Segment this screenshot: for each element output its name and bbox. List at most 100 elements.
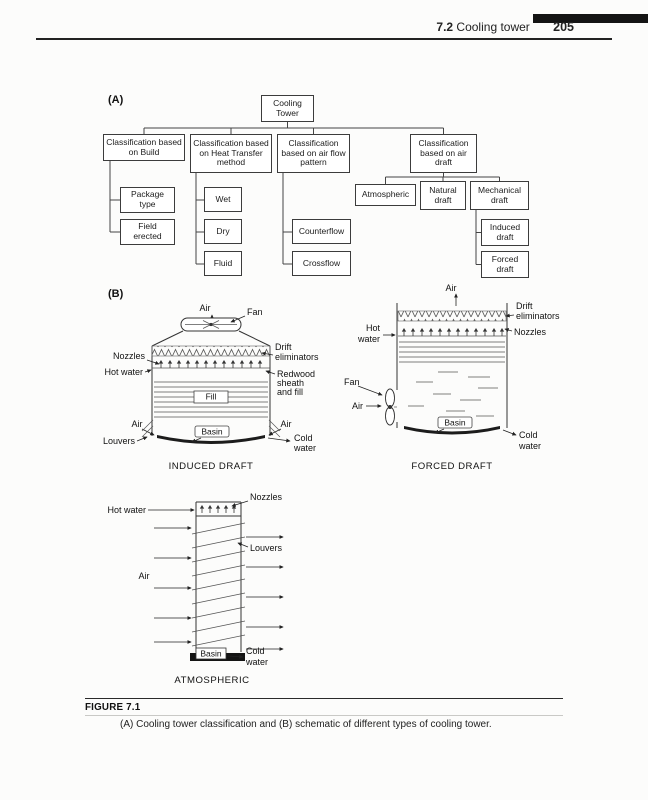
fill-label-box — [193, 390, 229, 404]
induced-cold-label-2: water — [293, 443, 316, 453]
drift-eliminator-band — [397, 310, 507, 322]
draft-connector — [385, 173, 500, 184]
forced-cold-label-2: water — [518, 441, 541, 451]
induced-basin-label: Basin — [201, 427, 223, 437]
forced-air-label: Air — [352, 401, 363, 411]
tree-node-build: Classification based on Build — [103, 134, 185, 161]
induced-nozzles-label: Nozzles — [113, 351, 146, 361]
figure-rule-bottom — [85, 715, 563, 716]
tree-node-natural-draft: Natural draft — [420, 181, 466, 210]
fill-lines — [399, 341, 505, 363]
forced-nozzles-label: Nozzles — [514, 327, 547, 337]
cold-water-arrow — [227, 654, 244, 659]
running-header: 7.2 Cooling tower 205 — [36, 20, 574, 34]
fan-leader-arrow — [230, 315, 246, 323]
induced-cold-label-1: Cold — [294, 433, 313, 443]
fan-symbol — [385, 388, 397, 426]
atmos-louvers-label: Louvers — [250, 543, 283, 553]
heat-connector — [195, 173, 204, 265]
nozzle-row — [199, 504, 237, 514]
tree-node-mechanical-draft: Mechanical draft — [470, 181, 529, 210]
forced-caption: FORCED DRAFT — [411, 461, 492, 472]
basin-label-box — [194, 425, 230, 438]
tree-node-atmospheric: Atmospheric — [355, 184, 416, 206]
drift-leader-arrow — [261, 351, 274, 356]
drift-leader-arrow — [505, 313, 515, 318]
induced-draft-schematic: Air Fan Drift eliminators Nozzles — [103, 303, 319, 472]
induced-drift-label-1: Drift — [275, 342, 292, 352]
hot-water-arrow — [144, 369, 152, 374]
air-arrows-right — [246, 535, 284, 651]
tree-node-wet: Wet — [204, 187, 242, 212]
atmos-cold-label-2: water — [245, 657, 268, 667]
louver-slats — [191, 522, 246, 647]
section-title: Cooling tower — [456, 20, 530, 34]
section-number: 7.2 — [436, 20, 454, 34]
build-connector — [109, 161, 120, 233]
tree-node-crossflow: Crossflow — [292, 251, 351, 276]
air-arrows-left — [154, 526, 192, 644]
basin-label-box — [437, 416, 473, 429]
figure-label: FIGURE 7.1 — [85, 702, 141, 713]
induced-redwood-label-3: and fill — [277, 387, 303, 397]
forced-fan-label: Fan — [344, 377, 360, 387]
page-number: 205 — [553, 20, 574, 34]
classification-tree: Cooling Tower Classification based on Bu… — [0, 88, 648, 288]
induced-fill-label: Fill — [206, 392, 217, 402]
induced-drift-label-2: eliminators — [275, 352, 319, 362]
nozzles-leader-arrow — [504, 328, 513, 332]
induced-louvers-label: Louvers — [103, 436, 136, 446]
tree-node-induced-draft: Induced draft — [481, 219, 529, 246]
atmos-caption: ATMOSPHERIC — [174, 675, 249, 686]
forced-air-top-label: Air — [446, 283, 457, 293]
chapter-edge-bar — [533, 14, 648, 23]
redwood-leader-arrow — [265, 370, 276, 375]
forced-hot-label-1: Hot — [366, 323, 381, 333]
induced-air-left-label: Air — [132, 419, 143, 429]
figure-caption: (A) Cooling tower classification and (B)… — [120, 719, 492, 730]
louver-slats — [141, 419, 281, 438]
induced-air-top-label: Air — [200, 303, 211, 313]
basin-shape — [157, 435, 265, 444]
basin-shape — [404, 426, 500, 435]
basin-leader-arrow — [191, 437, 202, 443]
induced-redwood-label-1: Redwood — [277, 369, 315, 379]
panel-a-label: (A) — [108, 94, 124, 106]
tree-node-dry: Dry — [204, 219, 242, 244]
tree-node-root: Cooling Tower — [261, 95, 314, 122]
fan-leader-arrow — [357, 385, 383, 396]
tower-shell — [396, 303, 508, 428]
tree-node-airflow: Classification based on air flow pattern — [277, 134, 350, 173]
forced-drift-label-2: eliminators — [516, 311, 560, 321]
forced-basin-label: Basin — [444, 418, 466, 428]
tree-node-forced-draft: Forced draft — [481, 251, 529, 278]
tree-node-fluid: Fluid — [204, 251, 242, 276]
atmospheric-schematic: Nozzles Hot water Louvers Air Basin Col — [107, 492, 284, 686]
tree-node-package-type: Package type — [120, 187, 175, 213]
atmos-basin-label: Basin — [200, 649, 222, 659]
figure-rule-top — [85, 698, 563, 700]
induced-hot-water-label: Hot water — [104, 367, 143, 377]
tree-node-field-erected: Field erected — [120, 219, 175, 245]
induced-caption: INDUCED DRAFT — [169, 461, 254, 472]
basin-label-box — [195, 647, 227, 660]
forced-drift-label-1: Drift — [516, 301, 533, 311]
nozzle-row — [158, 359, 263, 369]
air-left-arrow — [141, 428, 155, 436]
nozzle-row — [401, 327, 505, 337]
falling-water-streaks — [408, 371, 498, 417]
atmos-air-label: Air — [139, 571, 150, 581]
nozzles-leader-arrow — [231, 500, 249, 507]
flow-connector — [282, 173, 292, 265]
forced-cold-label-1: Cold — [519, 430, 538, 440]
drift-eliminator-band — [151, 345, 271, 357]
tree-node-counterflow: Counterflow — [292, 219, 351, 244]
tree-node-heat-transfer: Classification based on Heat Transfer me… — [190, 134, 272, 173]
louvers-leader-arrow — [136, 436, 148, 442]
atmos-nozzles-label: Nozzles — [250, 492, 283, 502]
cold-water-arrow — [502, 429, 517, 436]
root-connector — [143, 122, 444, 134]
induced-redwood-label-2: sheath — [277, 378, 304, 388]
nozzles-leader-arrow — [146, 359, 160, 365]
atmos-cold-label-1: Cold — [246, 646, 265, 656]
